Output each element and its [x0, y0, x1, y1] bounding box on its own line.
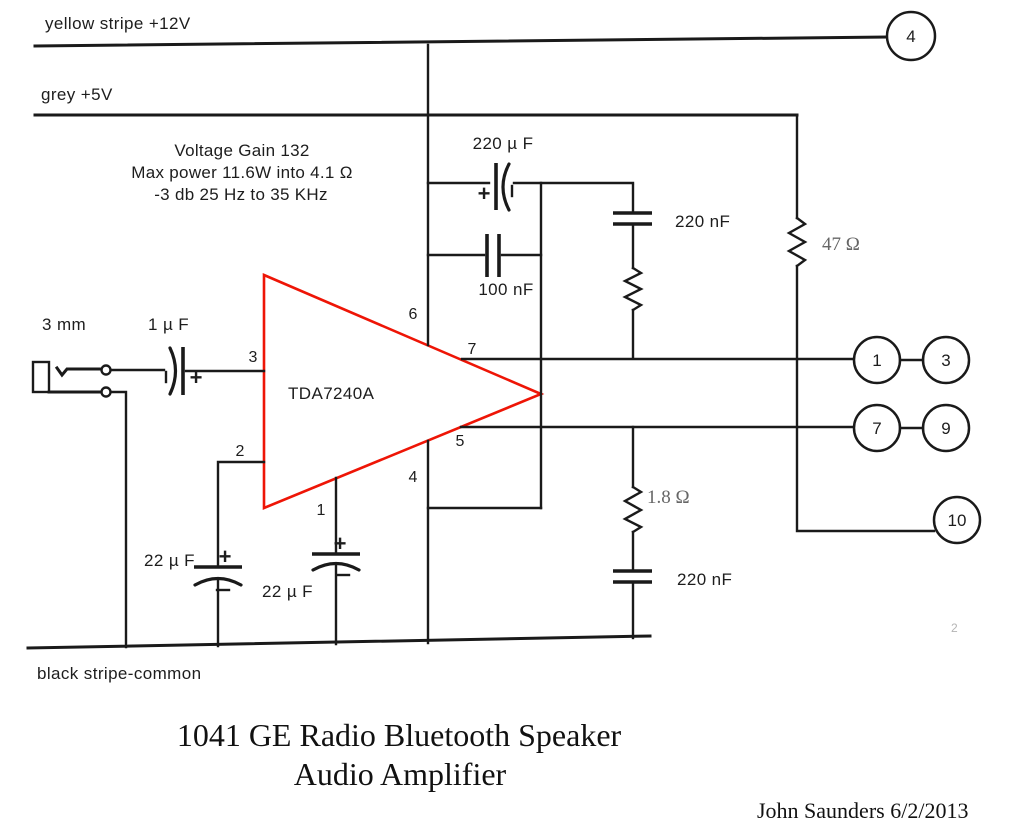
terminal-10-circle — [932, 495, 982, 545]
rail-common: black stripe-common — [26, 634, 652, 683]
res-47ohm-label: 47 Ω — [822, 234, 860, 255]
page-title-line1: 1041 GE Radio Bluetooth Speaker — [177, 717, 622, 753]
jack-tip-terminal — [100, 364, 112, 376]
cap-100nf: 100 nF — [426, 234, 543, 299]
cap-22uf-left-label: 22 µ F — [144, 551, 195, 570]
terminal-10-label: 10 — [948, 511, 967, 530]
cap-220uf: + 220 µ F — [426, 134, 635, 212]
spec-line3: -3 db 25 Hz to 35 KHz — [154, 185, 328, 204]
spec-line1: Voltage Gain 132 — [174, 141, 309, 160]
cap-1uf: + 1 µ F — [109, 315, 266, 396]
amp-triangle — [262, 273, 545, 510]
cap-22uf-right-polarity: + — [334, 531, 347, 556]
rail-common-wire — [26, 634, 652, 650]
res-1-8ohm-label: 1.8 Ω — [647, 487, 690, 508]
cap-22uf-right-label: 22 µ F — [262, 582, 313, 601]
rail-12v-label: yellow stripe +12V — [45, 14, 191, 33]
rail-common-label: black stripe-common — [37, 664, 201, 683]
cap-22uf-left-polarity: + — [219, 544, 232, 569]
cap-220uf-label: 220 µ F — [473, 134, 534, 153]
amp-pin4-label: 4 — [409, 469, 418, 486]
branch-zobel: 1.8 Ω 220 nF — [613, 425, 732, 640]
jack-tip-contact — [54, 365, 102, 378]
resistor-47ohm-zigzag — [786, 216, 808, 268]
cap-220nf-bottom-label: 220 nF — [677, 570, 732, 589]
cap-220uf-polarity: + — [478, 181, 491, 206]
amp-part-label: TDA7240A — [288, 384, 375, 403]
cap-220nf-top-label: 220 nF — [675, 212, 730, 231]
amp-pin5-label: 5 — [456, 433, 465, 450]
terminal-7-label: 7 — [872, 419, 881, 438]
terminal-4-circle — [885, 10, 937, 62]
terminal-9-label: 9 — [941, 419, 950, 438]
wire-pin2 — [216, 460, 266, 569]
amp-pin6-label: 6 — [409, 306, 418, 323]
terminal-3-label: 3 — [941, 351, 950, 370]
page-title-line2: Audio Amplifier — [294, 756, 507, 792]
amp-pin7-label: 7 — [468, 341, 477, 358]
rail-5v: grey +5V — [33, 85, 799, 117]
cap-1uf-curved-plate — [168, 346, 178, 396]
rail-5v-label: grey +5V — [41, 85, 113, 104]
wire-47ohm-bottom — [795, 264, 936, 533]
cap-100nf-label: 100 nF — [478, 280, 533, 299]
resistor-top-zigzag — [622, 266, 644, 312]
amp-pin2-label: 2 — [236, 443, 245, 460]
resistor-1-8ohm-zigzag — [622, 485, 644, 534]
output-pin7: 1 3 — [460, 335, 971, 385]
cap-22uf-left: + 22 µ F — [144, 460, 266, 648]
input-jack: 3 mm — [31, 315, 128, 649]
branch-220nf-top: 220 nF — [613, 183, 730, 360]
cap-220uf-curved-plate — [501, 162, 511, 212]
rail-12v-wire — [33, 35, 889, 48]
cap-1uf-polarity: + — [190, 365, 203, 390]
spec-line2: Max power 11.6W into 4.1 Ω — [131, 163, 352, 182]
jack-label: 3 mm — [42, 315, 86, 334]
rail-12v: 4 yellow stripe +12V — [33, 10, 937, 62]
jack-sleeve-terminal — [100, 386, 112, 398]
terminal-1-label: 1 — [872, 351, 881, 370]
scan-artifact: 2 — [951, 621, 958, 635]
credit-signature: John Saunders 6/2/2013 — [757, 798, 968, 823]
cap-22uf-right: + 22 µ F — [262, 476, 361, 646]
amp-pin3-label: 3 — [249, 349, 258, 366]
output-pin5: 7 9 — [459, 403, 971, 453]
branch-47ohm: 47 Ω — [786, 113, 936, 533]
wire-jack-ground — [109, 390, 128, 649]
jack-body — [31, 360, 51, 394]
spec-block: Voltage Gain 132 Max power 11.6W into 4.… — [131, 141, 352, 204]
terminal-10: 10 — [932, 495, 982, 545]
cap-1uf-label: 1 µ F — [148, 315, 189, 334]
terminal-4-label: 4 — [906, 27, 915, 46]
amp-pin1-label: 1 — [317, 502, 326, 519]
amplifier: TDA7240A 3 2 6 7 5 4 1 — [236, 273, 545, 519]
